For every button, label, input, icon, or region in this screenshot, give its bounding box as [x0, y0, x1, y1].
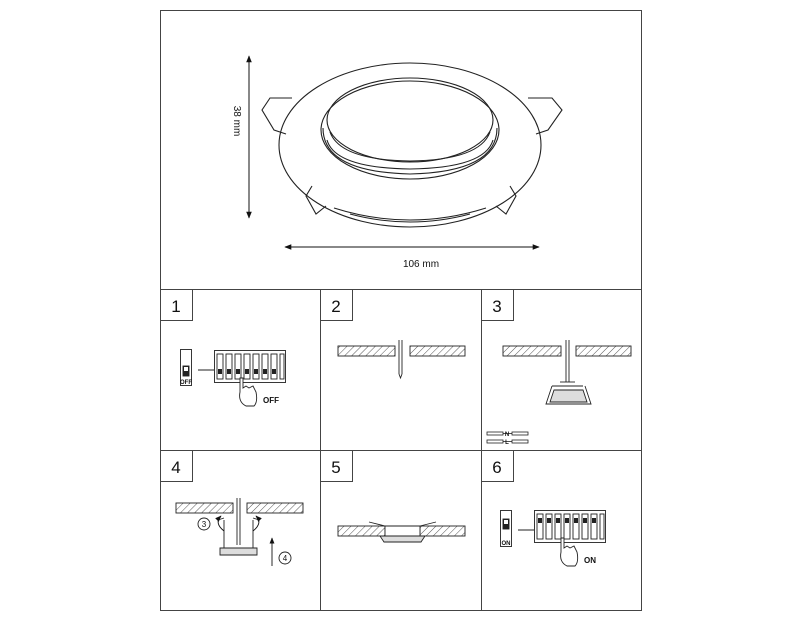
step-6-panel: 6 ON: [481, 450, 606, 567]
callout-3-circle: [197, 517, 211, 531]
height-label: 38 mm: [231, 106, 242, 137]
callout-4-circle: [278, 551, 292, 565]
spring-right: [528, 97, 563, 135]
step-3-panel: 3 N L: [481, 289, 632, 446]
housing-rim: [320, 80, 500, 180]
cable-icon: [565, 340, 570, 382]
step-6-number: 6: [492, 458, 501, 477]
wire-n-icon: [486, 431, 529, 436]
ceiling-right: [419, 525, 466, 537]
step-5-number-box: [320, 450, 353, 482]
wire-n-label: N: [505, 432, 509, 438]
callout-4-label: 4: [283, 554, 288, 563]
ceiling-left: [502, 345, 562, 357]
frame: [160, 10, 642, 611]
installed-lamp-icon: [368, 521, 437, 543]
ceiling-right: [409, 345, 466, 357]
ceiling-left: [337, 525, 386, 537]
product-drawing: [261, 62, 563, 228]
step-4-number: 4: [171, 458, 180, 477]
step-2-panel: 2: [320, 289, 466, 380]
step-2-number-box: [320, 289, 353, 321]
wire-l-icon: [486, 439, 529, 444]
step-6-number-box: [481, 450, 514, 482]
lamp-insert-icon: [217, 498, 260, 556]
fold-spring-arrow-left: [215, 515, 225, 532]
step-1-panel: 1 OFF: [160, 289, 286, 407]
breaker-panel-icon: [534, 510, 606, 543]
width-label: 106 mm: [403, 259, 439, 270]
lens: [326, 77, 494, 163]
step-2-number: 2: [331, 297, 340, 316]
dimension-lines: [246, 55, 540, 250]
hand-icon: [239, 377, 258, 407]
wall-switch-on-label: ON: [502, 541, 511, 547]
step-3-number: 3: [492, 297, 501, 316]
step-4-panel: 4 3 4: [160, 450, 304, 566]
ceiling-left: [175, 502, 234, 514]
step-3-number-box: [481, 289, 514, 321]
ceiling-right: [575, 345, 632, 357]
cable-icon: [398, 340, 403, 380]
callout-3-label: 3: [202, 520, 207, 529]
wire-l-label: L: [505, 440, 509, 446]
step-1-number-box: [160, 289, 193, 321]
flange-lip: [333, 207, 487, 221]
spring-left: [261, 97, 292, 135]
step-1-off-label: OFF: [263, 396, 279, 405]
step-4-number-box: [160, 450, 193, 482]
bracket-left: [305, 185, 327, 215]
lamp-icon: [545, 381, 592, 405]
flange: [278, 62, 542, 228]
wall-switch-icon: [500, 510, 512, 547]
ceiling-left: [337, 345, 396, 357]
step-5-panel: 5: [320, 450, 466, 543]
fold-spring-arrow-right: [252, 515, 262, 532]
wall-switch-off-label: OFF: [180, 380, 192, 386]
step-1-number: 1: [171, 297, 180, 316]
step-5-number: 5: [331, 458, 340, 477]
step-6-on-label: ON: [584, 556, 596, 565]
wall-switch-icon: [180, 349, 192, 386]
breaker-panel-icon: [214, 350, 286, 383]
bracket-right: [495, 185, 517, 215]
ceiling-right: [246, 502, 304, 514]
hand-icon: [560, 537, 579, 567]
